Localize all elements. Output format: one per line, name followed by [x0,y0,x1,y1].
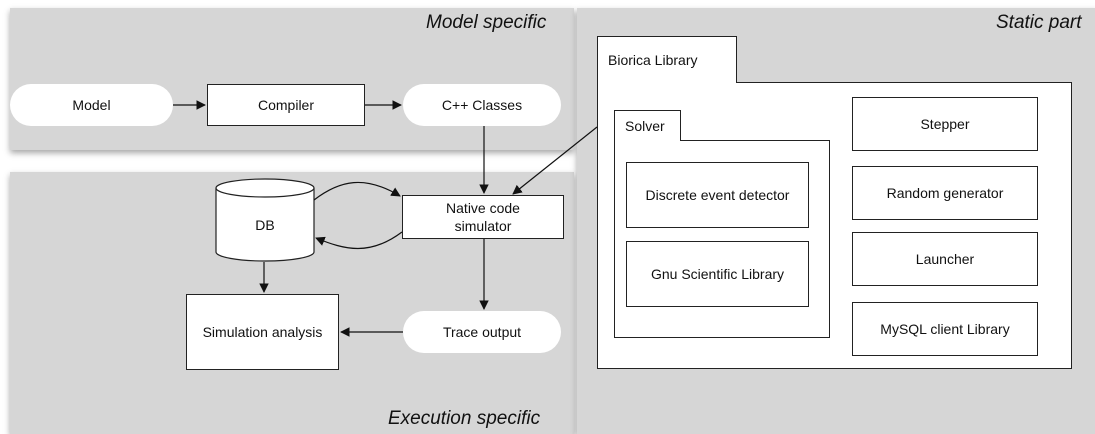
model-node: Model [10,84,173,126]
discrete-event-detector-node: Discrete event detector [626,162,809,228]
model-specific-panel [10,8,574,150]
gnu-scientific-library-node: Gnu Scientific Library [626,241,809,307]
biorica-library-tab: Biorica Library [597,36,737,83]
mysql-client-library-node: MySQL client Library [852,302,1038,356]
native-code-simulator-node: Native code simulator [402,195,564,239]
trace-output-node: Trace output [403,311,561,353]
model-specific-title: Model specific [426,12,547,33]
stepper-node: Stepper [852,97,1038,151]
random-generator-node: Random generator [852,166,1038,220]
static-part-title: Static part [996,12,1082,33]
launcher-node: Launcher [852,232,1038,286]
compiler-node: Compiler [207,84,365,126]
execution-specific-title: Execution specific [388,408,541,429]
simulation-analysis-node: Simulation analysis [186,294,339,370]
solver-tab: Solver [614,110,681,141]
cpp-classes-node: C++ Classes [403,84,561,126]
